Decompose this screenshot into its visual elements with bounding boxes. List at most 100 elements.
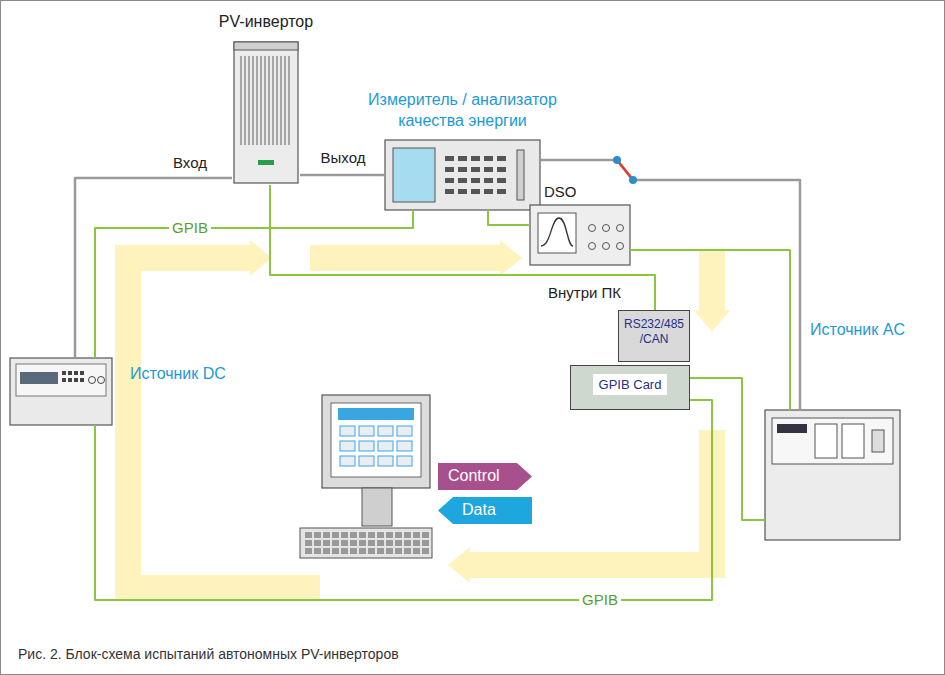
analyzer-button bbox=[471, 167, 480, 172]
grill-line bbox=[252, 56, 253, 145]
analyzer-button bbox=[458, 178, 467, 183]
screen-cell bbox=[378, 441, 393, 451]
analyzer-button bbox=[484, 178, 493, 183]
keyboard-key bbox=[350, 540, 357, 546]
wire bbox=[95, 210, 413, 358]
keyboard-key bbox=[395, 532, 402, 538]
wire-label: GPIB bbox=[579, 591, 621, 609]
keyboard-key bbox=[359, 540, 366, 546]
analyzer-button bbox=[497, 156, 506, 161]
analyzer-button bbox=[484, 167, 493, 172]
keyboard-key bbox=[359, 532, 366, 538]
control-arrow: Control bbox=[438, 463, 532, 490]
dc-button bbox=[80, 371, 84, 375]
node-label: Data bbox=[462, 501, 524, 519]
keyboard-key bbox=[422, 548, 429, 554]
dc-source-device: Источник DC bbox=[10, 358, 112, 425]
analyzer-button bbox=[445, 178, 454, 183]
screen-cell bbox=[397, 456, 412, 466]
gpib-card: GPIB Card bbox=[570, 365, 690, 410]
grill-line bbox=[276, 56, 277, 145]
node-label: GPIB Card bbox=[593, 374, 668, 395]
keyboard-key bbox=[314, 548, 321, 554]
keyboard-key bbox=[422, 532, 429, 538]
keyboard-key bbox=[350, 532, 357, 538]
keyboard-key bbox=[314, 532, 321, 538]
keyboard-key bbox=[413, 548, 420, 554]
analyzer-button bbox=[471, 189, 480, 194]
wire-label: Вход bbox=[170, 154, 210, 172]
node-label: RS232/485 /CAN bbox=[622, 317, 686, 347]
keyboard-key bbox=[332, 540, 339, 546]
analyzer-button bbox=[458, 167, 467, 172]
dc-button bbox=[62, 371, 66, 375]
node-label: PV-инвертор bbox=[219, 12, 313, 32]
flow-heads bbox=[250, 240, 730, 583]
scope-knob bbox=[589, 225, 596, 232]
screen-cell bbox=[359, 441, 374, 451]
analyzer-button bbox=[484, 156, 493, 161]
grill-line bbox=[268, 56, 269, 145]
analyzer-button bbox=[497, 189, 506, 194]
keyboard-key bbox=[341, 548, 348, 554]
grill-line bbox=[280, 56, 281, 145]
node-label: Источник AC bbox=[810, 320, 905, 340]
keyboard-key bbox=[377, 548, 384, 554]
dc-button bbox=[68, 371, 72, 375]
wire-label: Выход bbox=[318, 149, 369, 167]
grill-line bbox=[240, 56, 241, 145]
keyboard-key bbox=[368, 532, 375, 538]
dc-terminal bbox=[89, 377, 96, 384]
grill-line bbox=[284, 56, 285, 145]
node-label: Источник DC bbox=[130, 364, 226, 384]
screen-cell bbox=[397, 441, 412, 451]
scope-knob bbox=[589, 243, 596, 250]
grill-line bbox=[288, 56, 289, 145]
keyboard-key bbox=[323, 532, 330, 538]
pc-computer bbox=[300, 395, 432, 558]
wire bbox=[270, 185, 655, 310]
analyzer-button bbox=[445, 156, 454, 161]
grill-line bbox=[244, 56, 245, 145]
switch-contact bbox=[613, 156, 621, 164]
keyboard-key bbox=[377, 532, 384, 538]
analyzer-button bbox=[458, 189, 467, 194]
analyzer-button bbox=[471, 178, 480, 183]
keyboard-key bbox=[305, 540, 312, 546]
wire bbox=[488, 210, 530, 225]
screen-cell bbox=[378, 426, 393, 436]
screen-cell bbox=[359, 456, 374, 466]
screen-cell bbox=[340, 426, 355, 436]
analyzer-button bbox=[471, 156, 480, 161]
scope-knob bbox=[603, 225, 610, 232]
keyboard-key bbox=[305, 532, 312, 538]
figure-caption: Рис. 2. Блок-схема испытаний автономных … bbox=[18, 646, 399, 662]
scope-knob bbox=[617, 243, 624, 250]
keyboard-key bbox=[395, 540, 402, 546]
inverter-device: PV-инвертор bbox=[232, 40, 300, 185]
dc-source-device bbox=[10, 358, 112, 425]
switch-contact bbox=[629, 176, 637, 184]
ac-source-device: Источник AC bbox=[765, 410, 900, 540]
keyboard-key bbox=[377, 540, 384, 546]
screen-cell bbox=[378, 456, 393, 466]
keyboard-key bbox=[404, 548, 411, 554]
keyboard-key bbox=[332, 548, 339, 554]
wire bbox=[690, 378, 765, 520]
keyboard-key bbox=[314, 540, 321, 546]
screen-cell bbox=[359, 426, 374, 436]
ac-source-device bbox=[765, 410, 900, 540]
node-label: Измеритель / анализатор качества энергии bbox=[338, 90, 588, 132]
wire bbox=[540, 160, 800, 410]
wire bbox=[75, 178, 232, 358]
analyzer-button bbox=[458, 156, 467, 161]
dc-button bbox=[74, 378, 78, 382]
keyboard-key bbox=[386, 548, 393, 554]
analyzer-button bbox=[445, 167, 454, 172]
analyzer-button bbox=[484, 189, 493, 194]
dc-button bbox=[68, 378, 72, 382]
keyboard-key bbox=[413, 532, 420, 538]
keyboard-key bbox=[386, 540, 393, 546]
keyboard-key bbox=[341, 540, 348, 546]
screen-cell bbox=[397, 426, 412, 436]
